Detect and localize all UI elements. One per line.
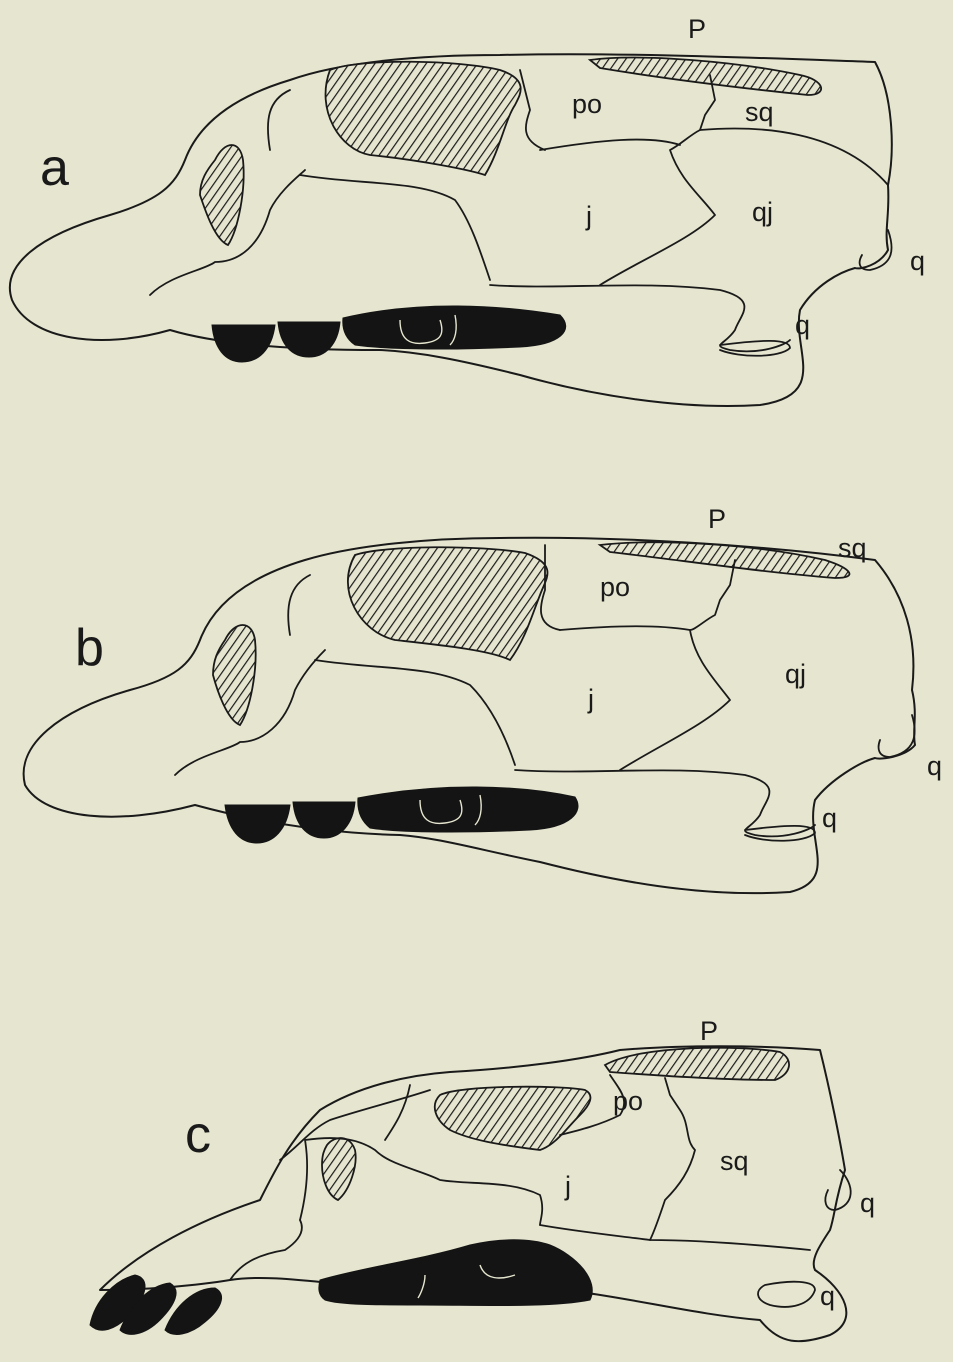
label-b-qj: qj — [785, 659, 806, 689]
skull-a: a P po sq j qj q q — [10, 14, 925, 406]
skull-c-tooth — [319, 1240, 592, 1306]
skull-c-orbit-opening — [435, 1087, 591, 1150]
skull-b-tooth — [358, 787, 578, 832]
skull-b-suture — [288, 575, 310, 635]
skull-c-suture — [230, 1220, 302, 1280]
skull-a-quadrate-lower — [720, 341, 790, 356]
skull-a-suture — [300, 175, 490, 280]
skull-a-suture — [600, 75, 715, 285]
skull-b-quadrate-lower — [745, 826, 815, 841]
skull-c-suture — [650, 1078, 695, 1240]
label-b-q-upper: q — [927, 751, 942, 781]
panel-a-letter: a — [40, 139, 69, 197]
skull-b-orbit-opening — [348, 547, 548, 660]
label-a-j: j — [585, 201, 592, 231]
skull-a-tooth — [212, 325, 275, 362]
label-c-q-upper: q — [860, 1188, 875, 1218]
skull-a-suture — [700, 129, 888, 185]
skull-b-nasal-opening — [213, 625, 256, 725]
label-c-sq: sq — [720, 1146, 749, 1176]
label-b-j: j — [587, 684, 594, 714]
label-a-po: po — [572, 89, 602, 119]
skull-a-tooth — [343, 306, 566, 349]
skull-a-orbit-opening — [326, 62, 521, 175]
skull-b-tooth — [225, 805, 290, 843]
label-b-p: P — [708, 504, 726, 534]
skull-c-quadrate-upper — [825, 1170, 850, 1210]
skull-c-quadrate-lower — [758, 1282, 815, 1307]
skull-a-parietal-strip — [590, 58, 821, 95]
skull-c-suture — [385, 1085, 410, 1140]
panel-c-letter: c — [185, 1106, 211, 1164]
label-b-q-lower: q — [822, 803, 837, 833]
label-c-q-lower: q — [820, 1281, 835, 1311]
skull-c: c P po j sq q q — [90, 1016, 875, 1341]
skull-a-tooth — [278, 322, 340, 357]
label-a-qj: qj — [752, 197, 773, 227]
skull-a-suture — [520, 70, 545, 150]
label-b-po: po — [600, 572, 630, 602]
skull-a-suture — [268, 90, 290, 150]
label-c-po: po — [613, 1086, 643, 1116]
skull-a-suture — [540, 140, 680, 150]
skull-b-suture — [315, 660, 515, 765]
skull-c-parietal-strip — [605, 1048, 789, 1080]
skull-b-parietal-strip — [600, 542, 849, 578]
skull-b-suture — [620, 560, 735, 770]
label-c-j: j — [564, 1171, 571, 1201]
panel-b-letter: b — [75, 619, 104, 677]
skull-b-suture — [560, 626, 690, 630]
label-a-sq: sq — [745, 97, 774, 127]
label-a-q-upper: q — [910, 246, 925, 276]
label-b-sq: sq — [838, 533, 867, 563]
label-c-p: P — [700, 1016, 718, 1046]
label-a-q-lower: q — [795, 310, 810, 340]
skull-b: b P sq po j qj q q — [24, 504, 942, 893]
label-a-p: P — [688, 14, 706, 44]
skull-c-suture — [540, 1225, 810, 1250]
skull-c-nasal-opening — [322, 1138, 356, 1200]
skull-a-nasal-opening — [200, 145, 244, 245]
